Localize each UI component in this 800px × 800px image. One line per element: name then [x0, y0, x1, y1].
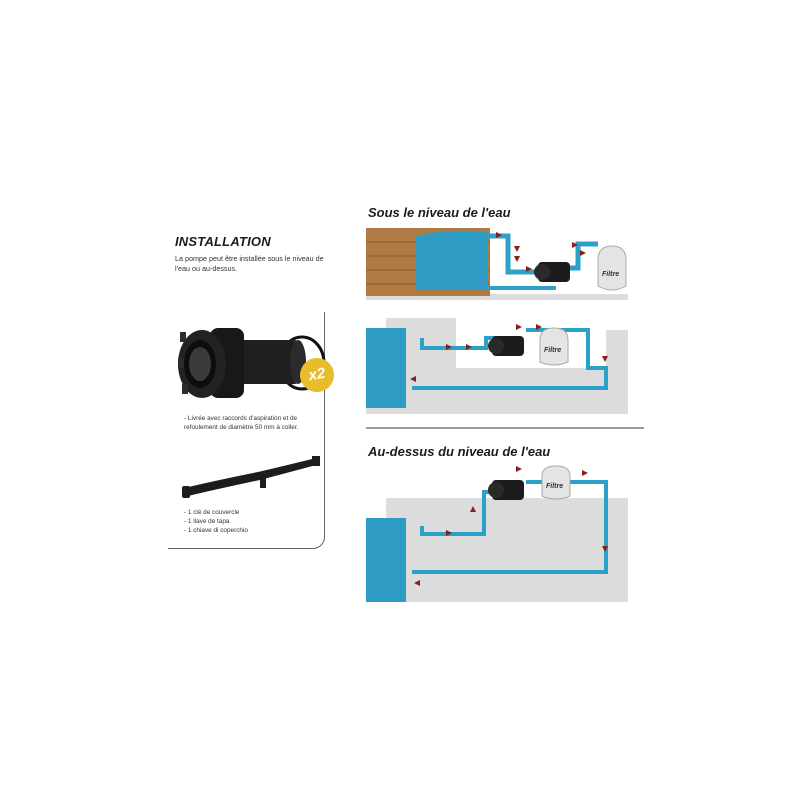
- key-line-it: - 1 chiave di coperchio: [184, 527, 248, 534]
- filter-label-3: Filtre: [546, 483, 563, 490]
- diagram-above-water: Filtre: [366, 465, 628, 602]
- filter-label-2: Filtre: [544, 347, 561, 354]
- delivered-with-text: - Livrée avec raccords d'aspiration et d…: [184, 415, 299, 431]
- key-list: - 1 clé de couvercle - 1 llave de tapa -…: [184, 508, 248, 535]
- accessories-panel: [168, 312, 325, 549]
- diagram-wooden-pool: Filtre: [366, 228, 628, 300]
- lid-key-image: [182, 456, 320, 498]
- above-water-title: Au-dessus du niveau de l'eau: [368, 444, 551, 459]
- key-line-fr: - 1 clé de couvercle: [184, 509, 240, 516]
- section-divider: [366, 427, 644, 429]
- filter-label-1: Filtre: [602, 271, 619, 278]
- installation-title: INSTALLATION: [175, 234, 271, 249]
- key-line-es: - 1 llave de tapa: [184, 518, 230, 525]
- diagram-inground-below: Filtre: [366, 318, 628, 414]
- below-water-title: Sous le niveau de l'eau: [368, 205, 511, 220]
- installation-description: La pompe peut être installée sous le niv…: [175, 254, 324, 273]
